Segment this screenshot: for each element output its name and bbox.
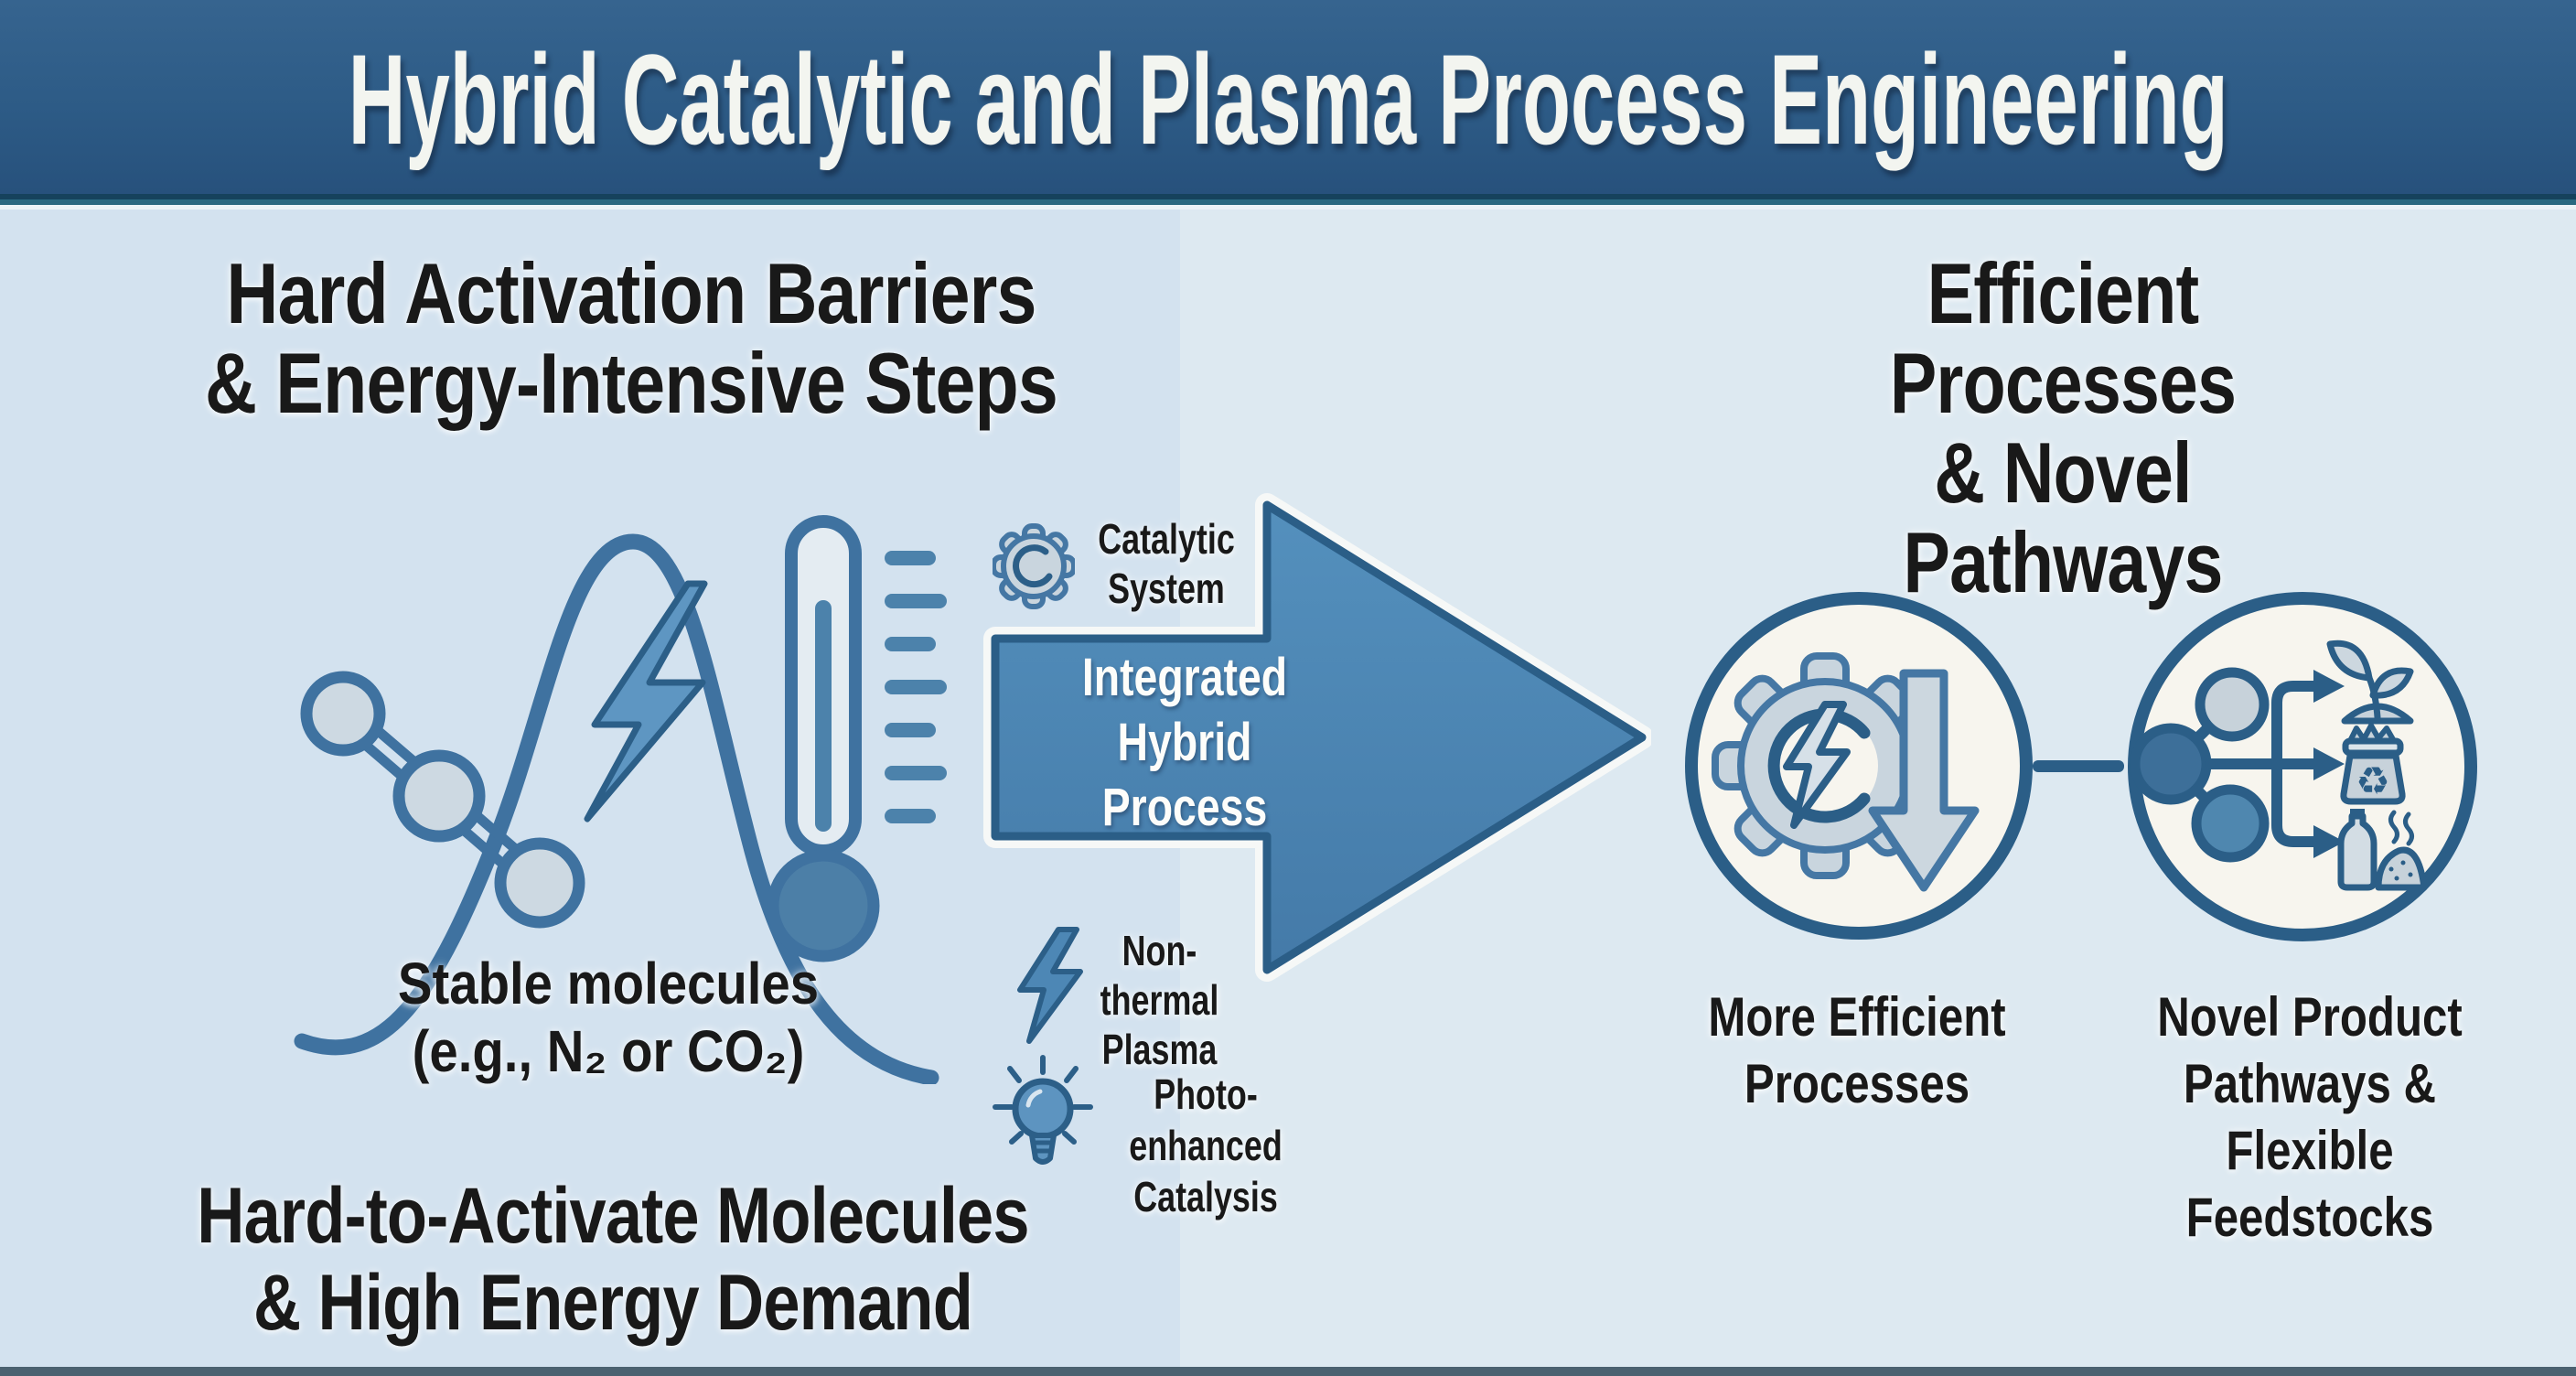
left-footer-heading: Hard-to-Activate Molecules & High Energy… [101,1173,1125,1347]
down-arrow-icon [1868,669,1980,892]
right-heading-line1: Efficient Processes [1889,245,2237,431]
banner-divider-teal [0,199,2576,205]
page-title: Hybrid Catalytic and Plasma Process Engi… [348,27,2228,171]
left-footer-line2: & High Energy Demand [252,1259,973,1347]
arrow-line1: Integrated [1081,648,1288,707]
arrow-line3: Process [1101,778,1268,837]
left-heading: Hard Activation Barriers & Energy-Intens… [119,249,1143,428]
more-efficient-label: More Efficient Processes [1674,984,2040,1117]
photo-line2: Catalysis [1133,1173,1278,1220]
lightning-icon [1783,701,1851,829]
caption-line1: Stable molecules [397,951,820,1016]
branch-arrows-icon [2206,670,2345,858]
lightning-icon [584,580,708,822]
molecule-icon [300,671,585,929]
novel-pathways-circle: ♻ [2128,592,2477,941]
gear-icon [993,523,1075,609]
svg-text:♻: ♻ [2356,758,2390,803]
thermometer-icon [767,515,947,962]
catalytic-system-label: Catalytic System [1052,514,1281,613]
recycle-bag-icon: ♻ [2340,723,2406,805]
efficient-line1: More Efficient [1708,986,2006,1048]
activation-energy-curve-icon [294,533,939,1084]
activation-barrier-illustration [294,515,947,1084]
plant-icon [2326,640,2414,725]
bottle-waste-icon [2337,809,2428,891]
lightbulb-icon [993,1055,1093,1165]
left-heading-line2: & Energy-Intensive Steps [204,335,1058,431]
photo-enhanced-label: Photo-enhanced Catalysis [1068,1069,1343,1222]
photo-line1: Photo-enhanced [1129,1070,1283,1169]
arrow-label: Integrated Hybrid Process [1006,645,1363,840]
non-thermal-plasma-label: Non-thermal Plasma [1043,926,1276,1074]
left-heading-line1: Hard Activation Barriers [226,245,1036,341]
banner-divider-light [0,205,2576,210]
title-banner: Hybrid Catalytic and Plasma Process Engi… [0,0,2576,194]
novel-line2: Pathways & [2183,1053,2437,1114]
plasma-line1: Non-thermal [1100,927,1219,1024]
right-heading: Efficient Processes & Novel Pathways [1729,249,2397,607]
banner-divider-dark [0,194,2576,199]
efficient-process-circle [1685,592,2033,940]
novel-line3: Flexible Feedstocks [2185,1120,2434,1248]
novel-product-label: Novel Product Pathways & Flexible Feedst… [2054,984,2566,1251]
novel-line1: Novel Product [2157,986,2463,1048]
molecule-icon [2130,667,2270,863]
efficient-line2: Processes [1744,1053,1970,1114]
right-heading-line2: & Novel Pathways [1903,425,2223,610]
circle-connector-line [2033,760,2124,772]
integrated-process-arrow [983,493,1651,982]
bottom-edge-strip [0,1367,2576,1376]
bulb-rays [993,1055,1093,1145]
plasma-line2: Plasma [1101,1026,1218,1073]
catalytic-line1: Catalytic [1098,515,1235,563]
thermometer-scale-ticks [885,551,947,823]
left-footer-line1: Hard-to-Activate Molecules [197,1172,1029,1260]
arrow-line2: Hybrid [1117,713,1252,772]
catalytic-line2: System [1108,564,1225,612]
caption-line2: (e.g., N₂ or CO₂) [412,1018,805,1084]
lightning-icon [1017,927,1083,1044]
stable-molecules-caption: Stable molecules (e.g., N₂ or CO₂) [206,950,1011,1085]
